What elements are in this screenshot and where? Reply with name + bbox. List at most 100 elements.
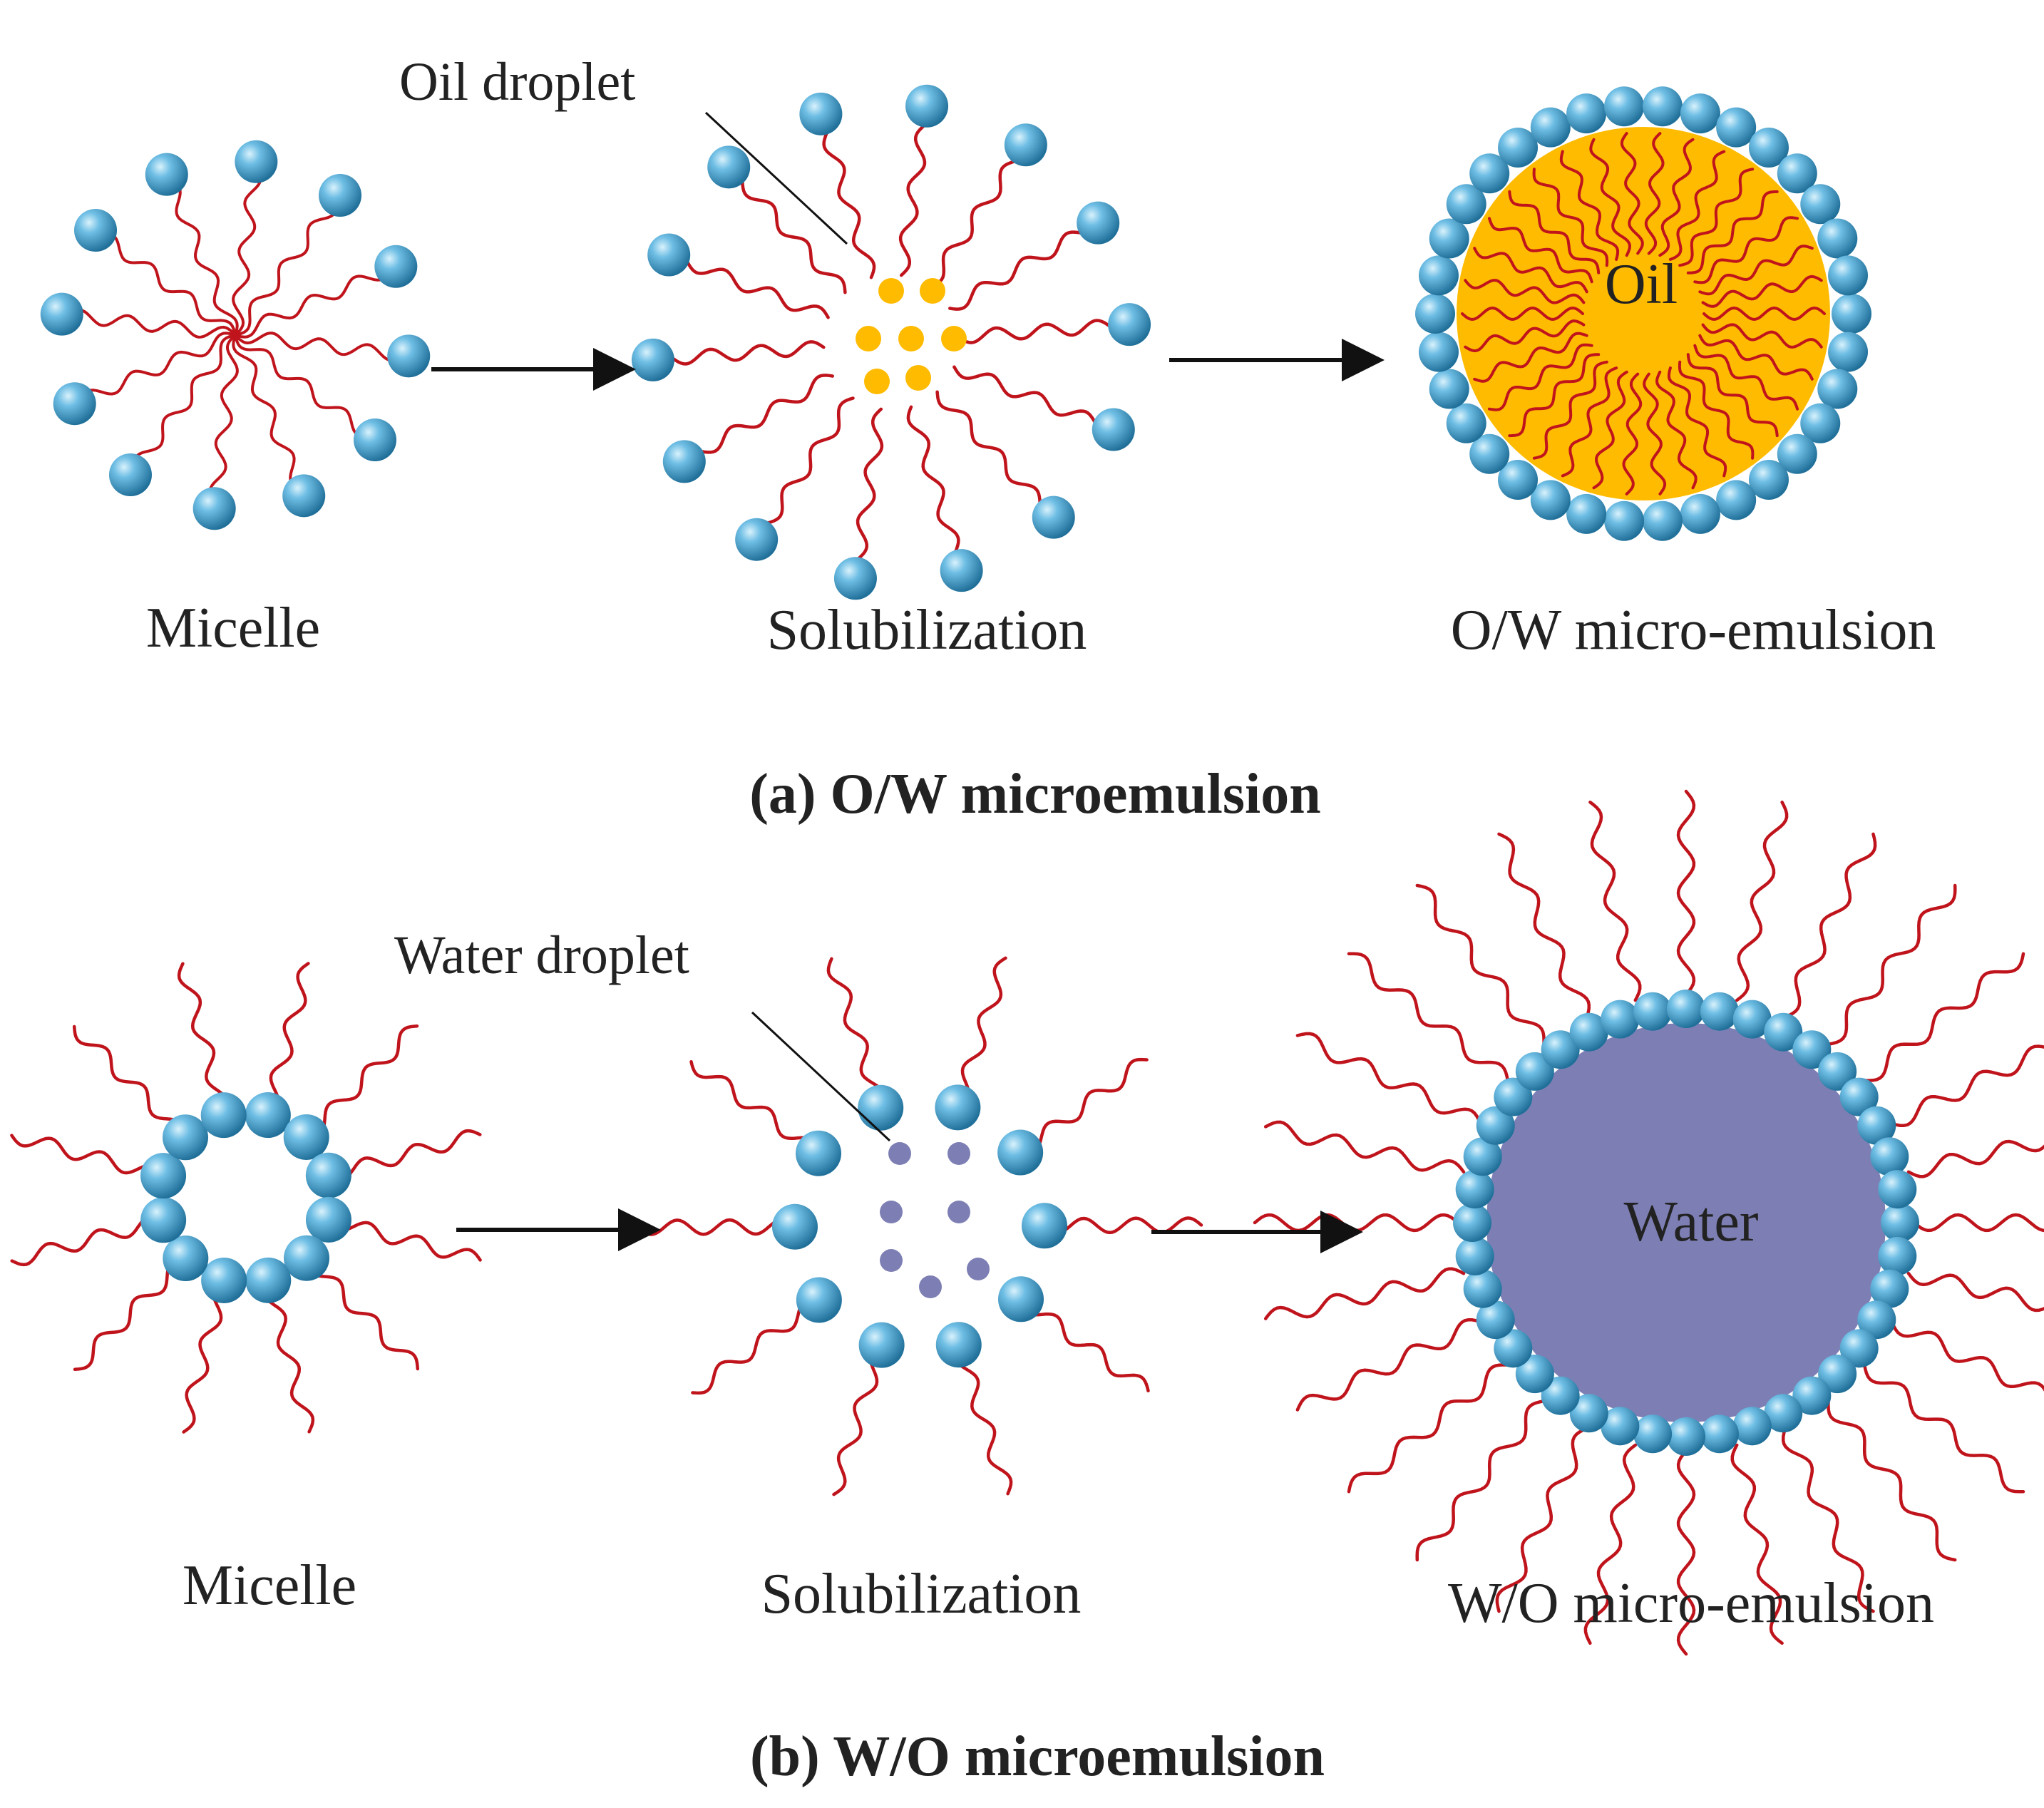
surfactant-tail [1415, 883, 1546, 1047]
surfactant-head [162, 1114, 208, 1161]
surfactant-head [1604, 86, 1645, 127]
surfactant-tail [81, 309, 237, 339]
surfactant-tail [1473, 332, 1588, 383]
b-micelle-structure [10, 962, 482, 1434]
surfactant-head [1004, 123, 1047, 167]
surfactant-head [200, 1092, 247, 1139]
surfactant-head [1541, 1376, 1580, 1415]
water-droplet-pointer [751, 1011, 891, 1142]
surfactant-head [245, 1257, 292, 1303]
surfactant-tail [952, 365, 1097, 424]
surfactant-head [1455, 1236, 1494, 1275]
surfactant-tail [636, 1218, 797, 1236]
b-micelle-label: Micelle [183, 1554, 356, 1617]
surfactant-tail [266, 962, 310, 1117]
surfactant-head [1530, 480, 1571, 520]
surfactant-tail [1827, 883, 1957, 1047]
surfactant-tail [928, 160, 1017, 288]
a-caption: (a) O/W microemulsion [749, 763, 1320, 826]
surfactant-tail [1678, 360, 1755, 460]
surfactant-tail [1693, 344, 1799, 411]
surfactant-head [1515, 1355, 1554, 1394]
surfactant-tail [1735, 800, 1789, 1002]
oil-droplet [898, 326, 924, 351]
surfactant-tail [1347, 952, 1510, 1082]
surfactant-head [858, 1322, 905, 1368]
surfactant-head [1498, 127, 1539, 168]
surfactant-tail [327, 1129, 482, 1181]
surfactant-head [662, 440, 706, 483]
surfactant-head [1633, 1414, 1673, 1454]
surfactant-head [1818, 1052, 1857, 1091]
surfactant-tail [1532, 360, 1608, 460]
surfactant-tail [304, 1024, 419, 1139]
surfactant-tail [689, 1059, 821, 1155]
b-caption: (b) W/O microemulsion [750, 1725, 1325, 1788]
surfactant-head [305, 1196, 351, 1243]
surfactant-head [1455, 1170, 1494, 1209]
surfactant-head [935, 1084, 981, 1131]
surfactant-head [353, 418, 396, 462]
surfactant-head [1716, 480, 1757, 520]
surfactant-tail [1667, 366, 1727, 478]
water-droplet-label: Water droplet [394, 925, 689, 985]
surfactant-tail [89, 332, 237, 396]
surfactant-tail [1701, 323, 1823, 349]
surfactant-tail [954, 1342, 1013, 1496]
water-core [1486, 1023, 1886, 1422]
surfactant-tail [182, 1278, 226, 1434]
surfactant-tail [1508, 353, 1601, 438]
surfactant-head [1792, 1030, 1832, 1069]
surfactant-head [53, 382, 96, 426]
surfactant-tail [1592, 370, 1628, 490]
surfactant-tail [1658, 138, 1695, 257]
surfactant-tail [935, 390, 1042, 505]
surfactant-tail [175, 189, 239, 337]
surfactant-tail [1906, 1139, 2044, 1178]
surfactant-head [1817, 218, 1858, 259]
surfactant-tail [1263, 1120, 1466, 1174]
surfactant-head [1748, 460, 1789, 500]
oil-droplet-label: Oil droplet [399, 52, 635, 112]
surfactant-tail [1620, 132, 1644, 255]
surfactant-head [1748, 127, 1789, 168]
surfactant-tail [686, 260, 830, 319]
surfactant-head [140, 1153, 187, 1199]
water-droplet [880, 1201, 903, 1223]
surfactant-tail [135, 334, 237, 457]
surfactant-head [1569, 1012, 1608, 1052]
oil-droplet [920, 278, 945, 304]
surfactant-tail [1644, 132, 1665, 255]
surfactant-head [1792, 1376, 1832, 1415]
b-solubilization-label: Solubilization [761, 1563, 1082, 1625]
surfactant-tail [957, 319, 1111, 344]
surfactant-head [1642, 500, 1683, 541]
surfactant-tail [1890, 1044, 2044, 1128]
surfactant-head [1700, 992, 1739, 1031]
water-droplet [888, 1142, 911, 1165]
surfactant-tail [1588, 800, 1642, 1002]
surfactant-tail [232, 334, 296, 481]
surfactant-tail [1862, 952, 2025, 1082]
surfactant-head [1870, 1269, 1909, 1308]
a-emulsion-label: O/W micro-emulsion [1451, 599, 1936, 662]
surfactant-head [1530, 107, 1571, 148]
surfactant-tail [304, 1256, 420, 1371]
surfactant-head [235, 140, 278, 183]
surfactant-tail [1464, 319, 1586, 353]
surfactant-head [1680, 93, 1720, 134]
surfactant-head [201, 1257, 247, 1303]
surfactant-tail [1622, 372, 1643, 495]
oil-droplet [856, 326, 881, 351]
surfactant-tail [72, 1024, 188, 1139]
surfactant-head [1601, 1000, 1640, 1039]
surfactant-head [192, 487, 236, 530]
water-droplet [967, 1258, 990, 1280]
surfactant-tail [826, 957, 885, 1110]
surfactant-tail [1698, 245, 1814, 296]
surfactant-tail [1253, 1213, 1460, 1233]
surfactant-head [1828, 332, 1869, 372]
surfactant-head [799, 92, 843, 135]
surfactant-tail [1701, 274, 1823, 308]
surfactant-tail [1263, 1267, 1466, 1320]
